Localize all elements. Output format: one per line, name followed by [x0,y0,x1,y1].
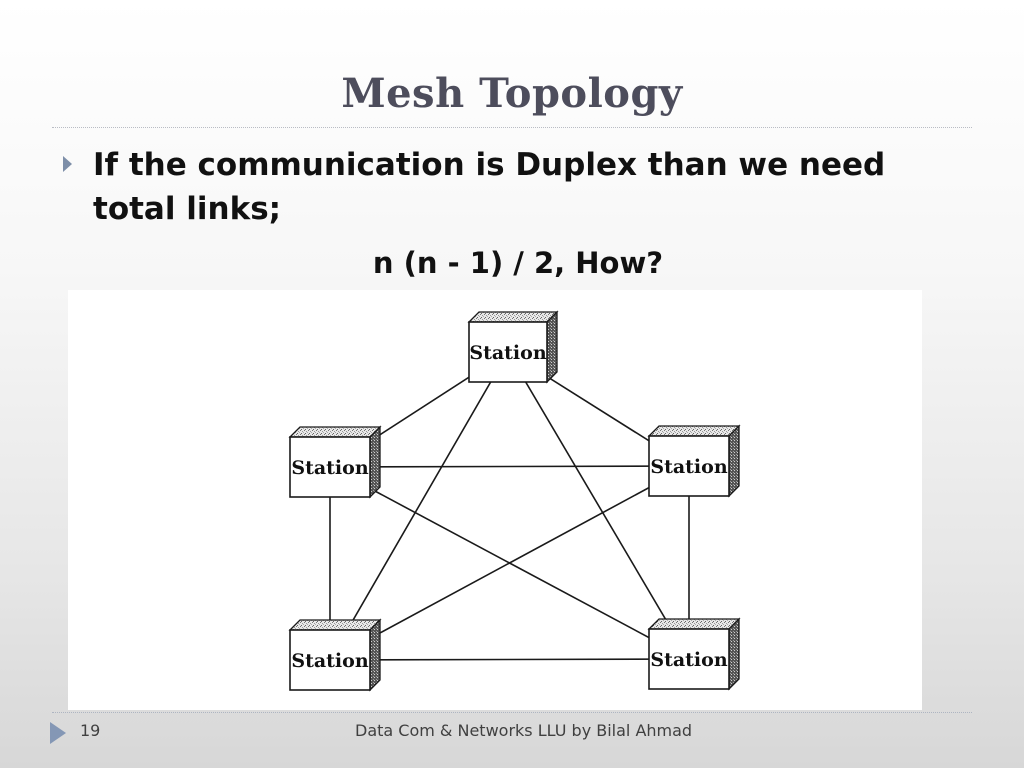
link-top-bottom-left [329,351,509,661]
station-bottom-left: Station [288,618,382,692]
station-label: Station [650,456,727,478]
station-side-face [728,424,740,498]
station-top: Station [467,310,559,384]
station-front-face [289,436,371,498]
station-bottom-right: Station [647,617,741,691]
footer-text: Data Com & Networks LLU by Bilal Ahmad [355,721,693,740]
station-label: Station [469,342,546,364]
triangle-bullet-icon [63,156,72,172]
title-divider [52,127,972,128]
link-bottom-left-bottom-right [329,658,690,661]
slide-title: Mesh Topology [341,70,683,117]
station-left: Station [288,425,382,499]
station-top-face [647,425,741,437]
station-front-face [648,628,730,690]
station-top-face [647,618,741,630]
footer-arrow-icon [50,722,66,744]
station-label: Station [650,649,727,671]
station-side-face [546,310,558,384]
station-front-face [289,629,371,691]
page-number: 19 [80,721,101,740]
station-front-face [648,435,730,497]
station-label: Station [291,457,368,479]
link-top-bottom-right [507,351,690,660]
link-left-right [329,465,690,468]
station-top-face [467,311,559,323]
station-side-face [728,617,740,691]
station-side-face [369,425,381,499]
link-right-bottom-left [329,465,690,661]
footer-divider [52,712,972,713]
station-front-face [468,321,548,383]
station-side-face [369,618,381,692]
station-top-face [288,426,382,438]
links-layer [329,351,690,661]
station-top-face [288,619,382,631]
formula-text: n (n - 1) / 2, How? [372,246,664,280]
station-right: Station [647,424,741,498]
bullet-text: If the communication is Duplex than we n… [93,147,886,227]
station-label: Station [291,650,368,672]
